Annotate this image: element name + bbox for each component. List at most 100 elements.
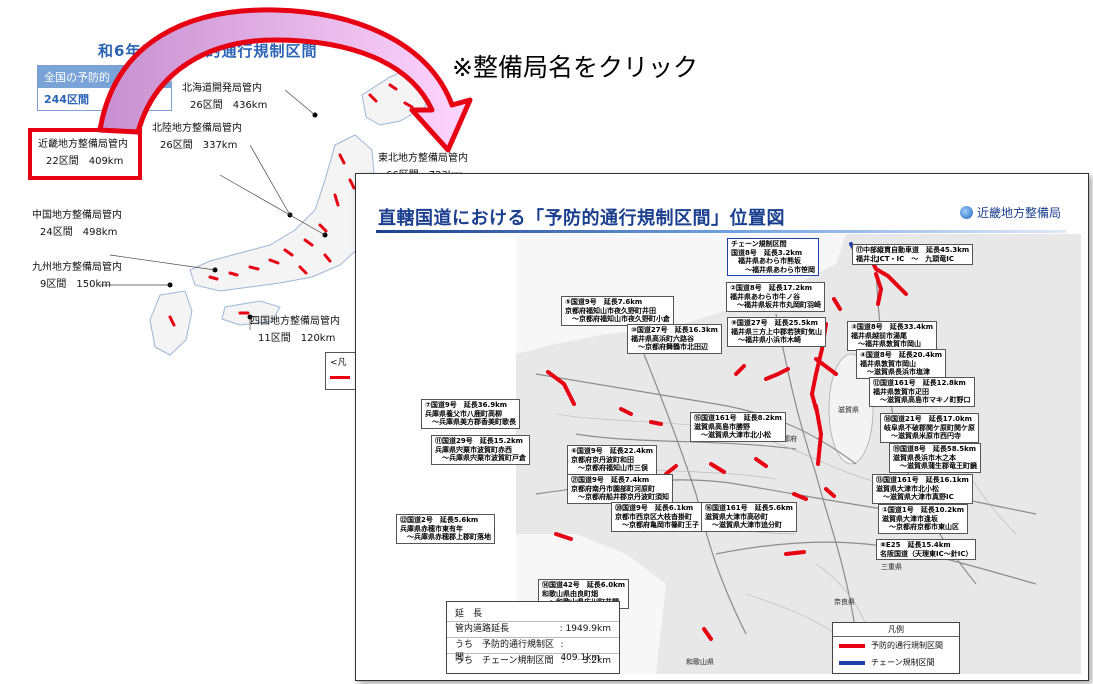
callout-line: ⑧E25 延長15.4km <box>880 541 951 549</box>
map-legend-item-label: 予防的通行規制区間 <box>871 641 943 650</box>
map-label-mie: 三重県 <box>881 563 902 571</box>
callout-section-5[interactable]: ⑤国道9号 延長7.6km 京都府福知山市夜久野町井田 ～京都府福知山市夜久野町… <box>561 296 674 326</box>
callout-section-6[interactable]: ⑥国道9号 延長22.4km 京都府京丹波町和田 ～京都府福知山市三俣 <box>567 445 658 475</box>
length-summary-row-label: うち 予防的通行規制区間 <box>455 640 555 663</box>
callout-section-16[interactable]: ⑯国道161号 延長5.6km 滋賀県大津市高砂町 ～滋賀県大津市追分町 <box>701 502 797 532</box>
callout-line: 和歌山県由良町畑 <box>542 589 598 598</box>
region-tohoku-name[interactable]: 東北地方整備局管内 <box>378 153 468 164</box>
region-hokkaido[interactable]: 北海道開発局管内 26区間 436km <box>182 80 267 114</box>
legend-swatch-blue <box>839 660 865 665</box>
length-summary-row-label: うち チェーン規制区間 <box>455 656 554 666</box>
callout-line: ～京都府亀岡市篠町王子 <box>615 521 699 530</box>
callout-line: ～滋賀県大津市真野IC <box>876 493 954 502</box>
region-hokkaido-name[interactable]: 北海道開発局管内 <box>182 83 262 94</box>
region-kyushu-name[interactable]: 九州地方整備局管内 <box>32 262 122 273</box>
callout-line: 京都府福知山市夜久野町井田 <box>565 306 656 315</box>
callout-line: ⑳国道9号 延長6.1km <box>615 504 694 512</box>
callout-line: ①国道1号 延長10.2km <box>882 506 965 514</box>
callout-section-9[interactable]: ⑨国道27号 延長25.5km 福井県三方上中郡若狭町気山 ～福井県小浜市木崎 <box>727 317 826 347</box>
callout-line: 福井県敦賀市疋田 <box>873 387 929 396</box>
region-chugoku-name[interactable]: 中国地方整備局管内 <box>32 210 122 221</box>
callout-section-22[interactable]: ㉒国道2号 延長5.6km 兵庫県赤穂市東有年 ～兵庫県赤穂郡上郡町落地 <box>396 514 495 544</box>
length-summary-row-value: : 409.1km <box>560 640 601 663</box>
region-kyushu-stats: 9区間 150km <box>40 279 111 290</box>
callout-line: ～滋賀県大津市追分町 <box>705 521 782 530</box>
callout-line: ⑤国道9号 延長7.6km <box>565 298 643 306</box>
callout-line: ㉑国道9号 延長7.4km <box>571 476 650 484</box>
callout-section-2[interactable]: ②国道8号 延長17.2km 福井県あわら市牛ノ谷 ～福井県坂井市丸岡町羽崎 <box>726 282 825 312</box>
callout-line: 京都市西京区大枝沓掛町 <box>615 512 692 521</box>
click-instruction: ※整備局名をクリック <box>452 53 698 82</box>
callout-line: 福井県高浜町六路谷 <box>631 334 694 343</box>
callout-line: 滋賀県大津市逢坂 <box>882 514 938 523</box>
callout-line: 福井県あわら市牛ノ谷 <box>730 292 800 301</box>
callout-line: 福井県敦賀市岡山 <box>860 359 916 368</box>
kinki-inset-panel: 直轄国道における「予防的通行規制区間」位置図 近畿地方整備局 <box>355 173 1089 681</box>
map-legend-item: チェーン規制区間 <box>833 654 959 671</box>
callout-section-1[interactable]: ①国道1号 延長10.2km 滋賀県大津市逢坂 ～京都府京都市東山区 <box>878 504 969 534</box>
callout-line: ～滋賀県米原市西円寺 <box>884 432 961 441</box>
region-hokuriku-name[interactable]: 北陸地方整備局管内 <box>152 123 242 134</box>
callout-section-17[interactable]: ⑰中部縦貫自動車道 延長45.3km 福井北JCT・IC ～ 九頭竜IC <box>852 244 974 266</box>
callout-line: 福井県あわら市熊坂 <box>731 257 801 266</box>
bureau-logo-text: 近畿地方整備局 <box>977 206 1062 220</box>
callout-line: ～福井県敦賀市岡山 <box>851 340 921 349</box>
region-chugoku[interactable]: 中国地方整備局管内 24区間 498km <box>32 207 122 241</box>
length-summary-row-value: : 3.2km <box>561 656 611 666</box>
callout-line: ⑦国道9号 延長36.9km <box>425 401 508 409</box>
callout-line: 名阪国道（天理東IC～針IC） <box>880 549 973 558</box>
map-legend-heading: 凡例 <box>833 623 959 637</box>
callout-section-20[interactable]: ⑳国道9号 延長6.1km 京都市西京区大枝沓掛町 ～京都府亀岡市篠町王子 <box>611 502 703 532</box>
callout-line: ⑥国道9号 延長22.4km <box>571 447 654 455</box>
callout-line: 兵庫県養父市八鹿町高柳 <box>425 409 502 418</box>
callout-section-7[interactable]: ⑦国道9号 延長36.9km 兵庫県養父市八鹿町高柳 ～兵庫県美方郡香美町歌長 <box>421 399 520 429</box>
region-shikoku-stats: 11区間 120km <box>258 333 336 344</box>
callout-line: ～滋賀県長浜市塩津 <box>860 368 930 377</box>
callout-line: 福井県三方上中郡若狭町気山 <box>731 327 822 336</box>
region-kinki-stats: 22区間 409km <box>46 156 124 167</box>
callout-line: ～兵庫県赤穂郡上郡町落地 <box>400 533 491 542</box>
callout-line: ⑰中部縦貫自動車道 延長45.3km <box>856 246 970 254</box>
callout-section-13[interactable]: ⑬国道161号 延長16.1km 滋賀県大津市北小松 ～滋賀県大津市真野IC <box>872 474 973 504</box>
callout-line: ⑲国道8号 延長58.5km <box>893 445 977 453</box>
callout-line: 滋賀県大津市高砂町 <box>705 512 768 521</box>
callout-section-18[interactable]: ⑱国道21号 延長17.0km 岐阜県不破郡関ケ原町関ケ原 ～滋賀県米原市西円寺 <box>880 413 979 443</box>
callout-line: ～京都府京都市東山区 <box>882 523 959 532</box>
callout-section-3[interactable]: ③国道8号 延長33.4km 福井県越前市湯尾 ～福井県敦賀市岡山 <box>847 321 938 351</box>
callout-line: ～兵庫県宍粟市波賀町戸倉 <box>435 454 526 463</box>
callout-chain-section[interactable]: チェーン規制区間 国道8号 延長3.2km 福井県あわら市熊坂 ～福井県あわら市… <box>727 238 819 277</box>
callout-line: 福井県越前市湯尾 <box>851 331 907 340</box>
callout-section-4[interactable]: ④国道8号 延長20.4km 福井県敦賀市岡山 ～滋賀県長浜市塩津 <box>856 349 947 379</box>
callout-line: ③国道8号 延長33.4km <box>851 323 934 331</box>
map-label-nara: 奈良県 <box>834 597 855 606</box>
callout-line: 兵庫県宍粟市波賀町赤西 <box>435 445 512 454</box>
bureau-logo-icon <box>960 206 973 219</box>
callout-line: ～京都府福知山市三俣 <box>571 464 648 473</box>
callout-line: 滋賀県高島市勝野 <box>694 422 750 431</box>
callout-section-11[interactable]: ⑪国道29号 延長15.2km 兵庫県宍粟市波賀町赤西 ～兵庫県宍粟市波賀町戸倉 <box>431 435 530 465</box>
region-kinki-name[interactable]: 近畿地方整備局管内 <box>38 139 128 150</box>
callout-line: 国道8号 延長3.2km <box>731 248 803 257</box>
callout-line: 福井北JCT・IC ～ 九頭竜IC <box>856 254 954 263</box>
region-shikoku-name[interactable]: 四国地方整備局管内 <box>250 316 340 327</box>
region-shikoku[interactable]: 四国地方整備局管内 11区間 120km <box>250 313 340 347</box>
callout-line: チェーン規制区間 <box>731 240 787 248</box>
region-hokkaido-stats: 26区間 436km <box>190 100 268 111</box>
length-summary-box: 延 長 管内道路延長 : 1949.9km うち 予防的通行規制区間 : 409… <box>446 601 620 674</box>
background-legend-stub-swatch <box>330 376 350 379</box>
region-kinki-highlight[interactable]: 近畿地方整備局管内 22区間 409km <box>28 128 142 180</box>
callout-line: ～滋賀県大津市北小松 <box>694 431 771 440</box>
curved-arrow-icon <box>97 7 473 153</box>
callout-section-15[interactable]: ⑮国道161号 延長8.2km 滋賀県高島市勝野 ～滋賀県大津市北小松 <box>690 412 786 442</box>
callout-section-21[interactable]: ㉑国道9号 延長7.4km 京都府南丹市園部町河原町 ～京都府船井郡京丹波町須知 <box>567 474 673 504</box>
callout-section-8[interactable]: ⑧E25 延長15.4km 名阪国道（天理東IC～針IC） <box>876 539 977 561</box>
region-kyushu[interactable]: 九州地方整備局管内 9区間 150km <box>32 259 122 293</box>
callout-section-19[interactable]: ⑲国道8号 延長58.5km 滋賀県長浜市木之本 ～滋賀県蒲生郡竜王町鏡 <box>889 443 981 473</box>
callout-section-10[interactable]: ⑩国道27号 延長16.3km 福井県高浜町六路谷 ～京都府舞鶴市北田辺 <box>627 324 722 354</box>
length-summary-row: うち 予防的通行規制区間 : 409.1km <box>447 637 619 663</box>
callout-line: 滋賀県長浜市木之本 <box>893 453 956 462</box>
callout-section-12[interactable]: ⑫国道161号 延長12.8km 福井県敦賀市疋田 ～滋賀県高島市マキノ町野口 <box>869 377 975 407</box>
region-hokuriku[interactable]: 北陸地方整備局管内 26区間 337km <box>152 120 242 154</box>
map-label-wakayama: 和歌山県 <box>686 657 714 666</box>
callout-line: ⑪国道29号 延長15.2km <box>435 437 523 445</box>
